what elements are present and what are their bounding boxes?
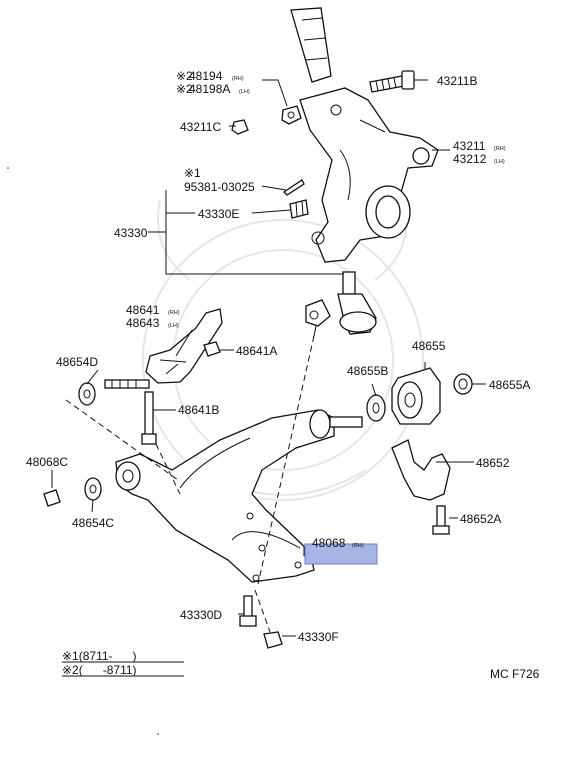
bolt-43330d[interactable] xyxy=(239,595,257,627)
label-48655[interactable]: 48655 xyxy=(412,339,446,353)
highlight-box-48068[interactable] xyxy=(304,543,378,565)
bolt-43211b[interactable] xyxy=(369,70,415,93)
label-48643-side: (LH) xyxy=(168,323,179,329)
label-48654d[interactable]: 48654D xyxy=(56,355,98,369)
bushing-48655a[interactable] xyxy=(453,373,473,395)
footnotes: ※1(8711- ) ※2( -8711) xyxy=(62,649,184,677)
bolt-48641b[interactable] xyxy=(141,391,157,445)
label-48068c[interactable]: 48068C xyxy=(26,455,68,469)
washer-48655b[interactable] xyxy=(366,394,386,422)
label-43330f[interactable]: 43330F xyxy=(298,630,339,644)
label-48652a[interactable]: 48652A xyxy=(460,512,501,526)
ball-joint-43330[interactable] xyxy=(305,271,377,337)
nut-48194[interactable] xyxy=(281,105,302,125)
label-48068-side: (RH) xyxy=(352,543,364,549)
label-43211c[interactable]: 43211C xyxy=(180,120,221,134)
bushing-48655[interactable] xyxy=(391,367,441,425)
label-48194-side: (RH) xyxy=(232,76,244,82)
washer-48654c[interactable] xyxy=(84,477,102,501)
label-mark1: ※1 xyxy=(184,166,201,180)
label-95381[interactable]: 95381-03025 xyxy=(184,180,255,194)
washer-48654d[interactable] xyxy=(78,382,96,406)
assembly-dashed-lines xyxy=(65,335,315,633)
label-48641-side: (RH) xyxy=(168,310,180,316)
label-48641a[interactable]: 48641A xyxy=(236,344,277,358)
label-43330[interactable]: 43330 xyxy=(114,226,148,240)
cotter-pin-95381[interactable] xyxy=(282,179,305,196)
label-43212[interactable]: 43212 xyxy=(453,152,487,166)
label-43212-side: (LH) xyxy=(494,159,505,165)
nut-48641a[interactable] xyxy=(203,341,221,357)
label-43211[interactable]: 43211 xyxy=(453,139,486,153)
steering-knuckle[interactable] xyxy=(290,7,439,263)
label-48198a-side: (LH) xyxy=(239,89,250,95)
label-48194[interactable]: 48194 xyxy=(189,69,223,83)
label-43211-side: (RH) xyxy=(494,146,506,152)
label-mark2b: ※2 xyxy=(176,82,193,96)
label-48198a[interactable]: 48198A xyxy=(189,82,230,96)
label-43211b[interactable]: 43211B xyxy=(437,74,477,88)
footnote-2: ※2( -8711) xyxy=(62,663,137,677)
label-48654c[interactable]: 48654C xyxy=(72,516,114,530)
nut-43330f[interactable] xyxy=(263,631,283,649)
bracket-48652[interactable] xyxy=(391,439,466,501)
stray-dot xyxy=(157,733,159,735)
label-48068[interactable]: 48068 xyxy=(312,536,346,550)
label-48655a[interactable]: 48655A xyxy=(489,378,530,392)
bolt-48652a[interactable] xyxy=(432,505,450,535)
label-48655b[interactable]: 48655B xyxy=(347,364,388,378)
bracket-48641[interactable] xyxy=(104,308,223,389)
footnote-1: ※1(8711- ) xyxy=(62,649,137,663)
nut-43211c[interactable] xyxy=(231,119,249,135)
leader-lines xyxy=(51,79,486,637)
label-43330d[interactable]: 43330D xyxy=(180,608,222,622)
label-48641[interactable]: 48641 xyxy=(126,303,160,317)
label-48652[interactable]: 48652 xyxy=(476,456,510,470)
watermark-emblem xyxy=(142,199,424,501)
part-labels: ※2 48194 (RH) ※2 48198A (LH) 43211B 4321… xyxy=(26,69,530,644)
castle-nut-43330e[interactable] xyxy=(289,199,309,219)
label-48641b[interactable]: 48641B xyxy=(178,403,219,417)
stray-dot xyxy=(7,167,9,169)
figure-code: MC F726 xyxy=(490,667,540,681)
label-43330e[interactable]: 43330E xyxy=(198,207,239,221)
label-48643[interactable]: 48643 xyxy=(126,316,160,330)
lower-control-arm[interactable] xyxy=(115,409,363,583)
nut-48068c[interactable] xyxy=(43,489,61,507)
label-mark2a: ※2 xyxy=(176,69,193,83)
